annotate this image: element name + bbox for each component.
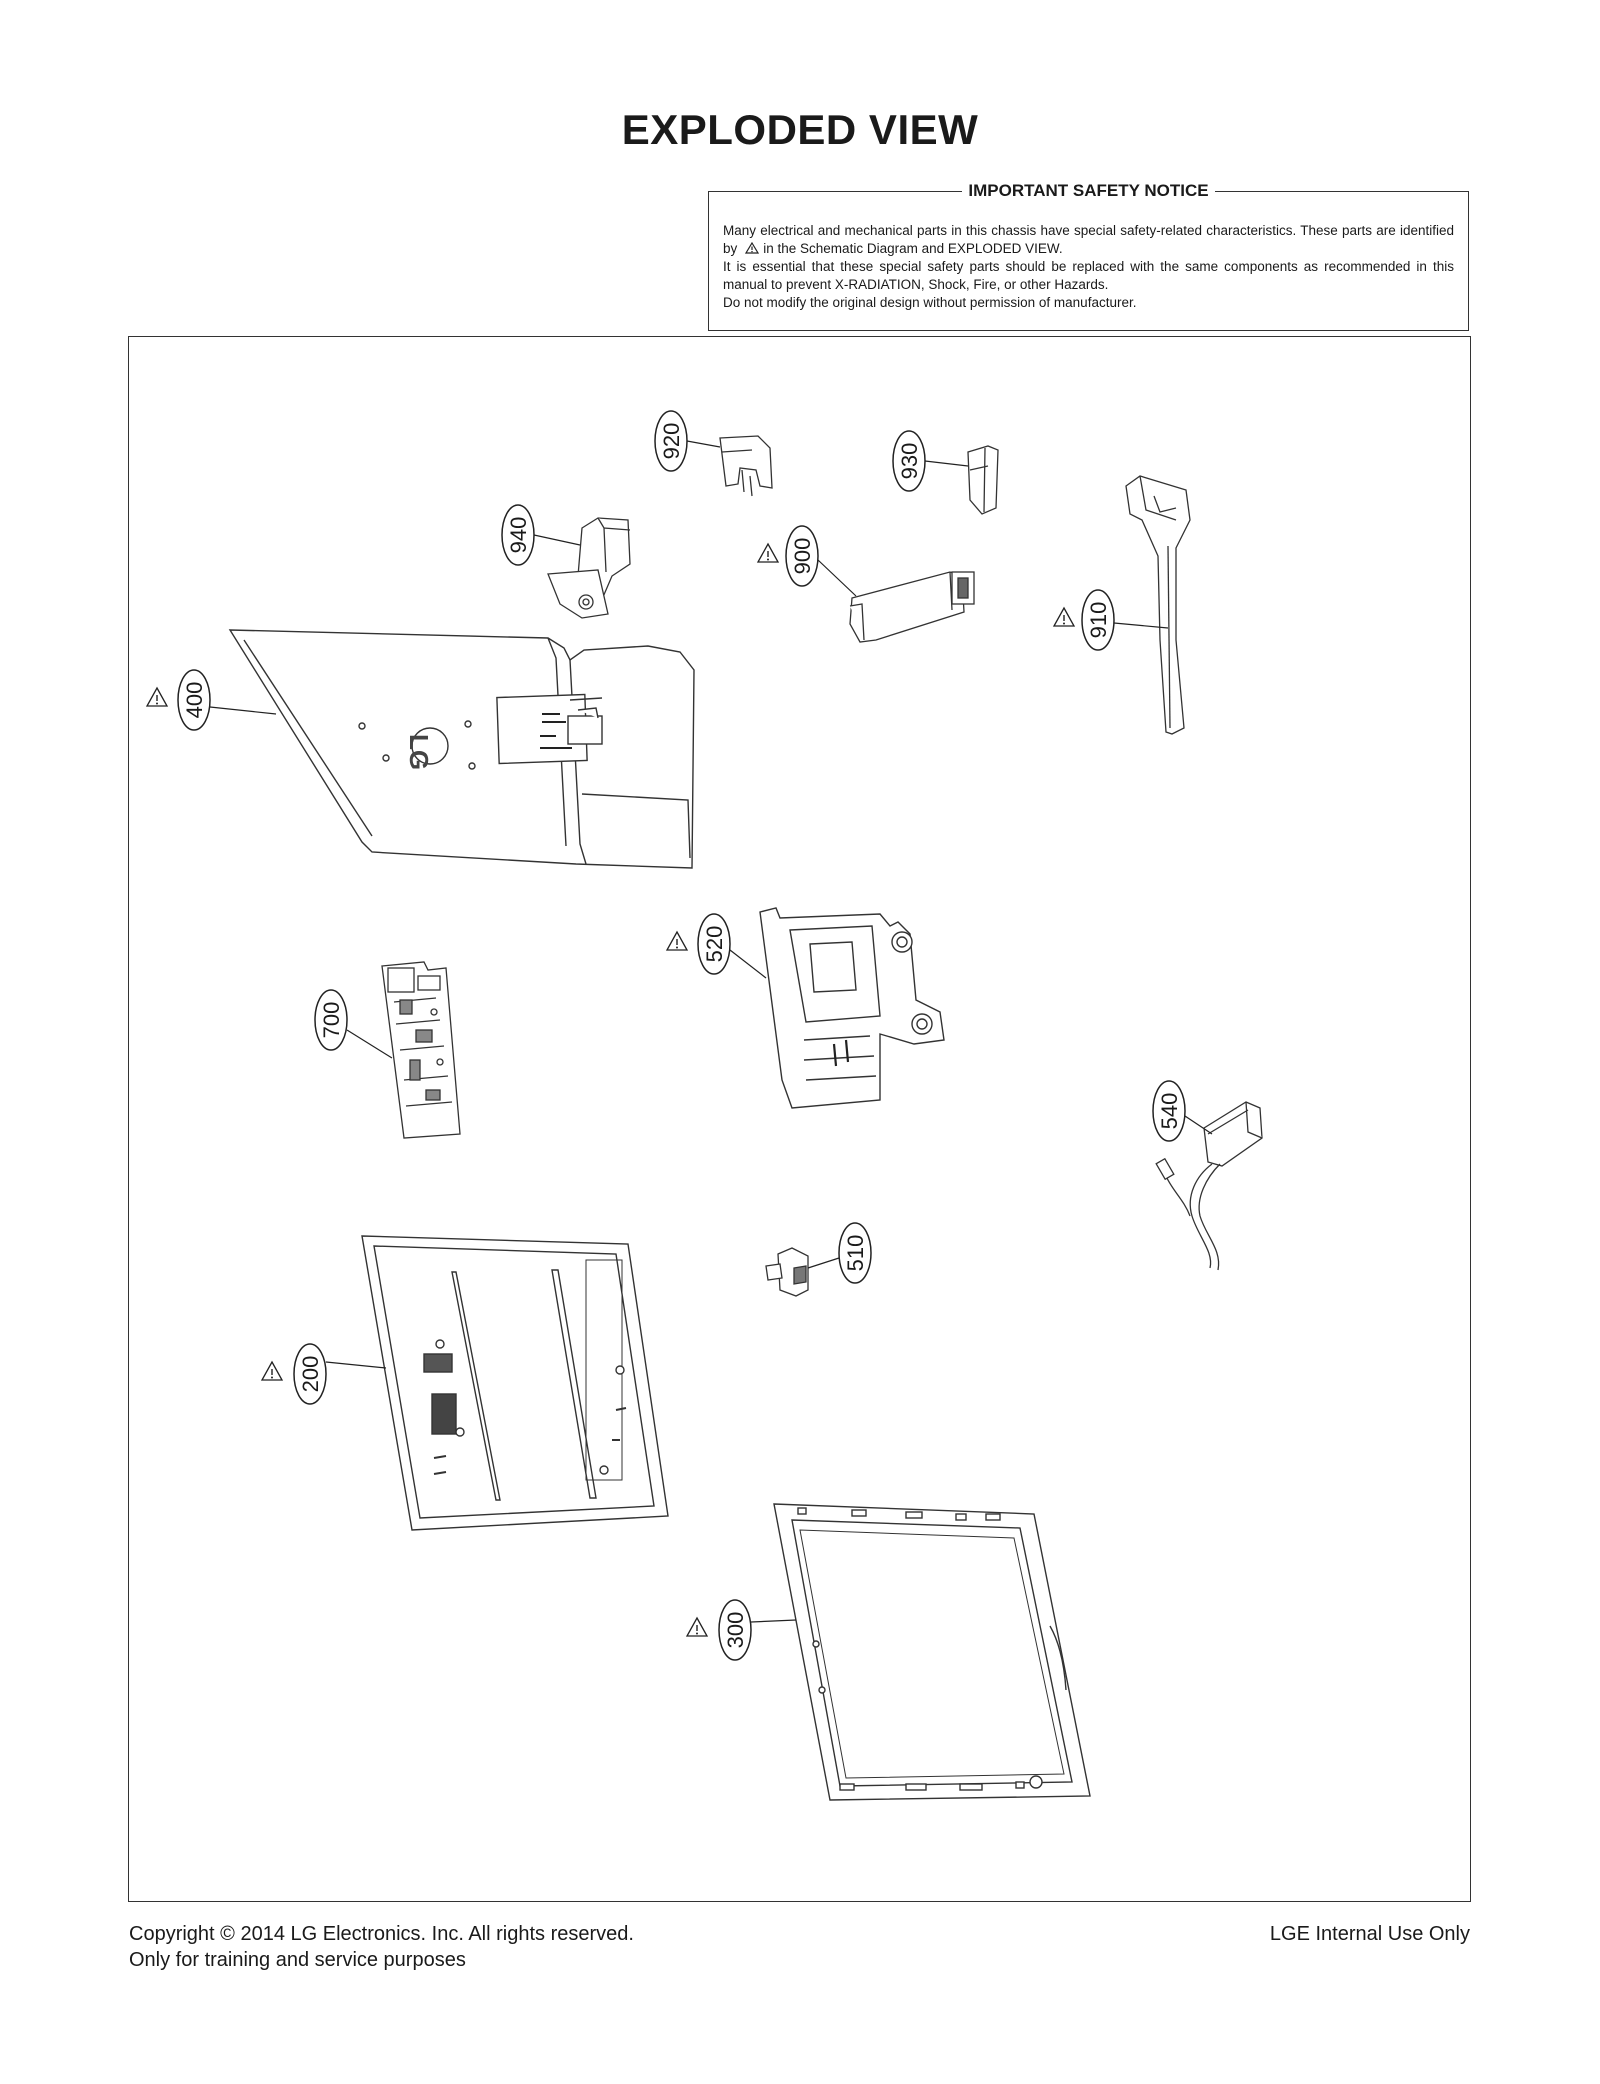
part-520-callout: 520 xyxy=(666,913,767,979)
warning-910-icon xyxy=(1053,607,1075,627)
footer-left: Copyright © 2014 LG Electronics. Inc. Al… xyxy=(129,1921,634,1973)
part-510-bracket xyxy=(765,1247,809,1297)
notice-line1-end: in the Schematic Diagram and EXPLODED VI… xyxy=(763,241,1063,256)
part-540-callout: 540 xyxy=(1152,1080,1213,1142)
logo-text: LG xyxy=(404,734,434,770)
label-920: 920 xyxy=(659,423,684,460)
warning-triangle-icon xyxy=(745,242,760,254)
label-930: 930 xyxy=(897,443,922,480)
part-200-rear-frame xyxy=(361,1235,669,1531)
label-940: 940 xyxy=(506,517,531,554)
label-910: 910 xyxy=(1086,602,1111,639)
safety-notice-box: IMPORTANT SAFETY NOTICE Many electrical … xyxy=(708,181,1469,331)
copyright-text: Copyright © 2014 LG Electronics. Inc. Al… xyxy=(129,1923,634,1945)
part-520-bracket xyxy=(759,907,945,1109)
part-400-callout: 400 xyxy=(146,669,277,731)
part-300-front-bezel xyxy=(773,1503,1091,1801)
safety-notice-text: Many electrical and mechanical parts in … xyxy=(723,222,1454,312)
page-title: EXPLODED VIEW xyxy=(621,106,979,153)
warning-900-icon xyxy=(757,543,779,563)
internal-use-label: LGE Internal Use Only xyxy=(1269,1923,1470,1945)
part-900-bracket xyxy=(849,571,975,643)
part-700-main-board xyxy=(381,961,461,1139)
part-540-adapter xyxy=(1155,1101,1263,1271)
part-400-back-cover xyxy=(228,629,695,869)
part-920-clip xyxy=(719,435,773,497)
part-910-callout: 910 xyxy=(1053,589,1169,651)
part-930-callout: 930 xyxy=(892,430,969,492)
label-200: 200 xyxy=(298,1356,323,1393)
warning-200-icon xyxy=(261,1361,283,1381)
label-510: 510 xyxy=(843,1235,868,1272)
label-520: 520 xyxy=(702,926,727,963)
warning-300-icon xyxy=(686,1617,708,1637)
part-940-callout: 940 xyxy=(501,504,581,566)
warning-400-icon xyxy=(146,687,168,707)
diagram-frame xyxy=(128,336,1471,1902)
safety-notice-title: IMPORTANT SAFETY NOTICE xyxy=(962,181,1215,200)
part-930-cover xyxy=(967,445,999,515)
logo: LG xyxy=(404,727,449,770)
purpose-text: Only for training and service purposes xyxy=(129,1949,466,1971)
part-200-callout: 200 xyxy=(261,1343,387,1405)
part-900-callout: 900 xyxy=(757,525,857,597)
label-300: 300 xyxy=(723,1612,748,1649)
label-540: 540 xyxy=(1157,1093,1182,1130)
part-910-stand-arm xyxy=(1125,475,1191,735)
part-510-callout: 510 xyxy=(807,1222,872,1284)
notice-line2: It is essential that these special safet… xyxy=(723,259,1454,292)
part-920-callout: 920 xyxy=(654,410,721,472)
label-900: 900 xyxy=(790,538,815,575)
label-400: 400 xyxy=(182,682,207,719)
part-940-hinge xyxy=(547,517,631,619)
warning-520-icon xyxy=(666,931,688,951)
part-700-callout: 700 xyxy=(314,989,393,1059)
part-300-callout: 300 xyxy=(686,1599,797,1661)
label-700: 700 xyxy=(319,1002,344,1039)
notice-line1-start: Many electrical and mechanical parts in … xyxy=(723,223,1454,256)
exploded-view-diagram: 920 930 940 900 xyxy=(146,410,1263,1801)
notice-line3: Do not modify the original design withou… xyxy=(723,295,1137,310)
